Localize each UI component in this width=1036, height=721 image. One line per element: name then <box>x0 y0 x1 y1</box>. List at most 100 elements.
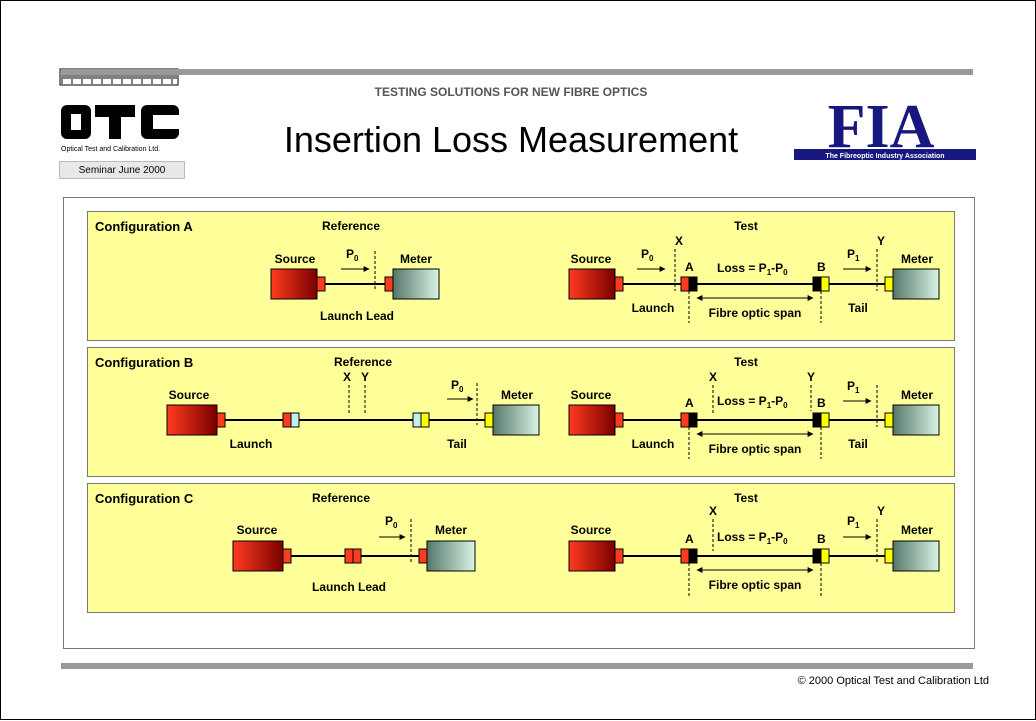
config-c-test-source-connector <box>614 548 624 564</box>
config-c-ref-connector-2 <box>352 548 362 564</box>
config-a-test-source-label: Source <box>571 252 612 266</box>
config-c-ref-meter-label: Meter <box>435 523 467 537</box>
config-a-ref-source-connector <box>316 276 326 292</box>
subtitle: TESTING SOLUTIONS FOR NEW FIBRE OPTICS <box>374 85 648 99</box>
config-a-ref-source <box>270 268 318 300</box>
config-b-test-connector-a-red <box>680 412 690 428</box>
config-b-test-y-label: Y <box>807 370 815 384</box>
config-b-ref-meter-label: Meter <box>501 388 533 402</box>
config-b-test-meter <box>892 404 940 436</box>
otc-logo-caption: Optical Test and Calibration Ltd. <box>61 146 160 153</box>
config-b-ref-launch-label: Launch <box>230 437 273 451</box>
config-b-ref-source-label: Source <box>169 388 210 402</box>
config-a-test-connector-b-yellow <box>820 276 830 292</box>
config-c: Configuration C Reference Test Source Me… <box>95 491 940 597</box>
config-b-test-connector-b-black <box>812 412 822 428</box>
config-a-test-source <box>568 268 616 300</box>
config-c-test-p1: P1 <box>847 514 860 530</box>
config-b-ref-x-label: X <box>343 370 351 384</box>
config-c-test-loss: Loss = P1-P0 <box>717 530 788 546</box>
config-a-reference-heading: Reference <box>322 219 380 233</box>
config-a-test-a-label: A <box>685 260 694 274</box>
config-b-reference-heading: Reference <box>334 355 392 369</box>
config-c-label: Configuration C <box>95 491 194 506</box>
config-b-ref-source-connector <box>216 412 226 428</box>
config-b-label: Configuration B <box>95 355 193 370</box>
config-b-ref-connector-2-yellow <box>420 412 430 428</box>
config-c-test-x-label: X <box>709 504 717 518</box>
config-a-ref-p0: P0 <box>346 247 359 263</box>
config-a-ref-meter-connector <box>384 276 394 292</box>
config-b-ref-tail-label: Tail <box>447 437 467 451</box>
config-a-test-meter <box>892 268 940 300</box>
config-b-test-a-label: A <box>685 396 694 410</box>
config-c-test-connector-a-red <box>680 548 690 564</box>
fia-logo-caption-bar <box>794 149 976 160</box>
config-c-ref-meter <box>426 540 476 572</box>
config-a-test-connector-a-red <box>680 276 690 292</box>
config-b-test-meter-label: Meter <box>901 388 933 402</box>
config-a-ref-source-label: Source <box>275 252 316 266</box>
config-a-test-p1: P1 <box>847 247 860 263</box>
config-c-test-span-label: Fibre optic span <box>709 578 802 592</box>
config-c-test-connector-a-black <box>688 548 698 564</box>
config-a-label: Configuration A <box>95 219 193 234</box>
config-b-test-source-connector <box>614 412 624 428</box>
config-a-ref-meter <box>392 268 440 300</box>
config-c-ref-source-connector <box>282 548 292 564</box>
config-a-test-meter-label: Meter <box>901 252 933 266</box>
config-b-ref-connector-1-cyan <box>290 412 300 428</box>
config-c-test-source-label: Source <box>571 523 612 537</box>
config-a-test-connector-a-black <box>688 276 698 292</box>
config-c-test-meter <box>892 540 940 572</box>
config-b-test-loss: Loss = P1-P0 <box>717 394 788 410</box>
config-c-ref-source-label: Source <box>237 523 278 537</box>
config-b-test-connector-b-yellow <box>820 412 830 428</box>
config-c-test-b-label: B <box>817 532 826 546</box>
footer-rule <box>61 663 973 669</box>
config-c-test-connector-b-yellow <box>820 548 830 564</box>
page-title: Insertion Loss Measurement <box>283 119 739 160</box>
config-b-test-source-label: Source <box>571 388 612 402</box>
config-a-test-launch-label: Launch <box>632 301 675 315</box>
config-a-test-y-label: Y <box>877 234 885 248</box>
config-c-reference-heading: Reference <box>312 491 370 505</box>
config-c-ref-p0: P0 <box>385 514 398 530</box>
config-c-test-source <box>568 540 616 572</box>
config-a-ref-meter-label: Meter <box>400 252 432 266</box>
config-c-test-connector-b-black <box>812 548 822 564</box>
config-b-test-source <box>568 404 616 436</box>
config-b-ref-connector-2-cyan <box>412 412 422 428</box>
config-a: Configuration A Reference Test Source Me… <box>95 219 940 323</box>
config-a-ref-lead-label: Launch Lead <box>320 309 394 323</box>
config-panel-a <box>87 211 955 341</box>
config-b-ref-meter-connector <box>484 412 494 428</box>
config-a-test-meter-connector <box>884 276 894 292</box>
seminar-label: Seminar June 2000 <box>59 161 185 179</box>
config-a-test-heading: Test <box>734 219 758 233</box>
config-b-ref-y-label: Y <box>361 370 369 384</box>
config-b-test-x-label: X <box>709 370 717 384</box>
config-b-test-launch-label: Launch <box>632 437 675 451</box>
config-a-test-source-connector <box>614 276 624 292</box>
config-c-test-y-label: Y <box>877 504 885 518</box>
config-panel-c <box>87 483 955 613</box>
fia-logo: FIA The Fibreoptic Industry Association <box>794 93 976 161</box>
config-b-ref-p0: P0 <box>451 378 464 394</box>
config-c-ref-source <box>232 540 284 572</box>
config-b-ref-meter <box>492 404 540 436</box>
config-c-ref-lead-label: Launch Lead <box>312 580 386 594</box>
config-a-test-connector-b-black <box>812 276 822 292</box>
config-b-test-p1: P1 <box>847 379 860 395</box>
config-b-ref-source <box>166 404 218 436</box>
copyright: © 2000 Optical Test and Calibration Ltd <box>797 675 989 687</box>
config-c-test-meter-label: Meter <box>901 523 933 537</box>
config-a-test-b-label: B <box>817 260 826 274</box>
config-c-test-meter-connector <box>884 548 894 564</box>
config-b-test-connector-a-black <box>688 412 698 428</box>
fia-logo-caption: The Fibreoptic Industry Association <box>825 153 944 160</box>
config-b-test-tail-label: Tail <box>848 437 868 451</box>
config-a-test-span-label: Fibre optic span <box>709 306 802 320</box>
